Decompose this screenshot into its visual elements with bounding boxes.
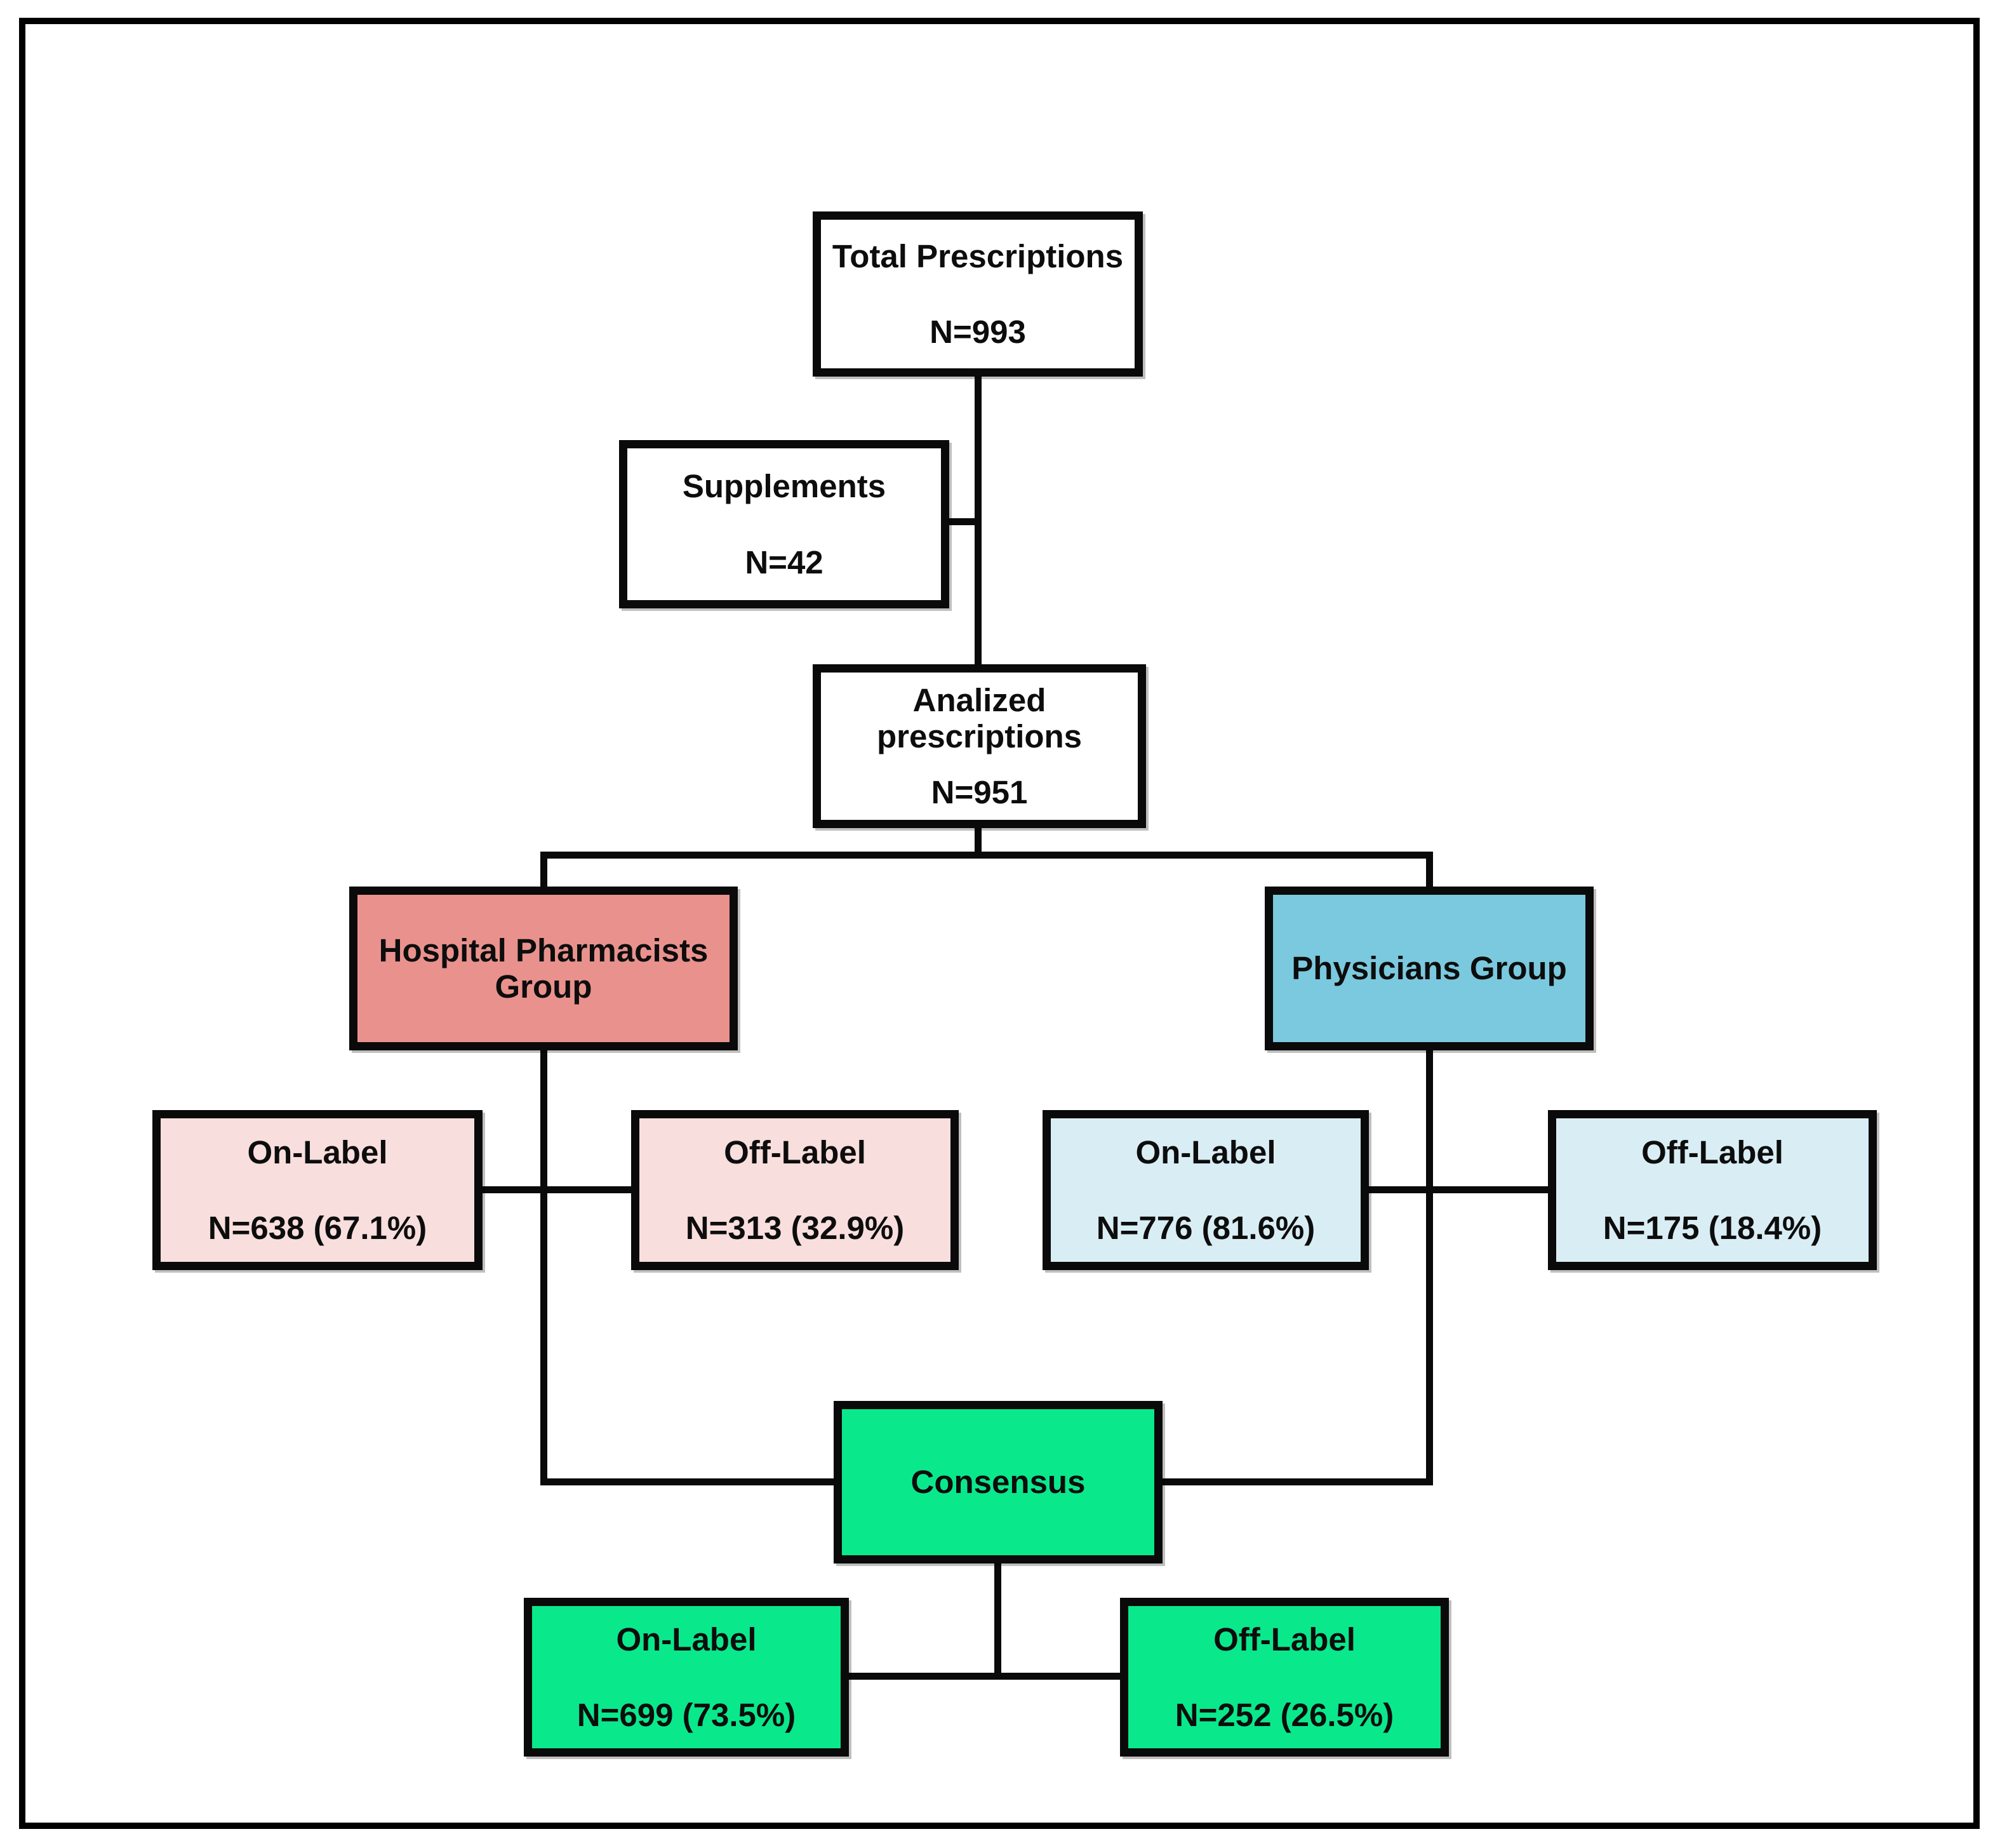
node-label: Off-Label (1641, 1134, 1783, 1170)
node-value: N=993 (930, 314, 1026, 350)
node-value: N=252 (26.5%) (1175, 1697, 1394, 1733)
connector-physicians-labels (1366, 1186, 1550, 1193)
connector-branch-to-physicians (1426, 852, 1433, 890)
node-label: Physicians Group (1291, 950, 1567, 987)
diagram-outer-frame: Total Prescriptions N=993 Supplements N=… (19, 18, 1980, 1829)
connector-consensus-left (540, 1478, 835, 1485)
node-physicians-on-label: On-Label N=776 (81.6%) (1043, 1110, 1369, 1270)
node-pharmacists-off-label: Off-Label N=313 (32.9%) (631, 1110, 959, 1270)
connector-consensus-labels (847, 1673, 1121, 1680)
connector-physicians-to-consensus (1426, 1048, 1433, 1485)
node-label: Supplements (682, 468, 886, 505)
node-pharmacists-on-label: On-Label N=638 (67.1%) (152, 1110, 483, 1270)
node-label: On-Label (1135, 1134, 1276, 1170)
node-label: Total Prescriptions (832, 238, 1124, 274)
node-value: N=42 (745, 544, 823, 580)
node-consensus-on-label: On-Label N=699 (73.5%) (524, 1598, 849, 1757)
node-value: N=776 (81.6%) (1096, 1210, 1316, 1246)
connector-analized-to-branch (975, 826, 982, 859)
node-value: N=638 (67.1%) (208, 1210, 427, 1246)
node-label: On-Label (247, 1134, 388, 1170)
node-label: Off-Label (1213, 1621, 1356, 1657)
connector-pharmacists-to-consensus (540, 1048, 547, 1485)
node-analized-prescriptions: Analized prescriptions N=951 (813, 664, 1146, 828)
connector-branch-to-pharmacists (540, 852, 547, 890)
node-physicians-off-label: Off-Label N=175 (18.4%) (1548, 1110, 1877, 1270)
node-value: N=175 (18.4%) (1603, 1210, 1822, 1246)
node-value: N=313 (32.9%) (685, 1210, 905, 1246)
node-label: Off-Label (724, 1134, 866, 1170)
connector-consensus-right (1161, 1478, 1433, 1485)
node-value: N=699 (73.5%) (577, 1697, 796, 1733)
node-total-prescriptions: Total Prescriptions N=993 (813, 211, 1143, 377)
connector-branch-horizontal (540, 852, 1433, 859)
connector-consensus-to-labels (994, 1561, 1001, 1677)
node-label: Consensus (910, 1464, 1086, 1501)
connector-supplements-branch (946, 518, 982, 525)
node-supplements: Supplements N=42 (619, 440, 949, 608)
node-consensus-off-label: Off-Label N=252 (26.5%) (1120, 1598, 1449, 1757)
node-label: On-Label (616, 1621, 757, 1657)
node-consensus: Consensus (834, 1401, 1163, 1563)
connector-pharmacists-labels (480, 1186, 632, 1193)
node-label: Analized prescriptions (876, 682, 1083, 755)
node-hospital-pharmacists-group: Hospital Pharmacists Group (349, 887, 738, 1050)
node-physicians-group: Physicians Group (1265, 887, 1594, 1050)
node-value: N=951 (931, 773, 1028, 810)
node-label: Hospital Pharmacists Group (378, 932, 709, 1005)
